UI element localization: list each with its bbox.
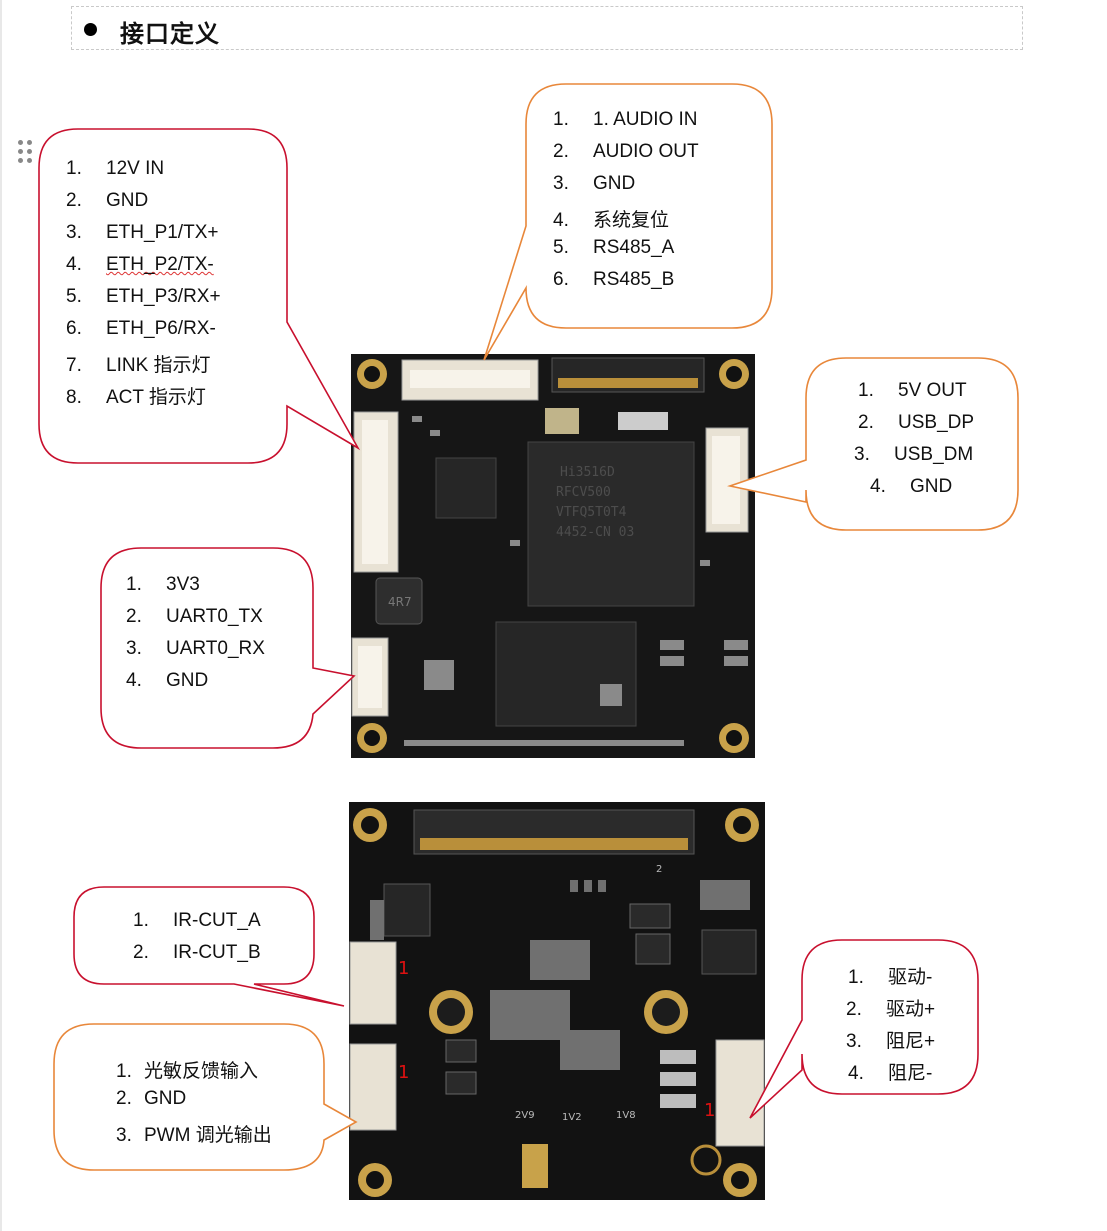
pin1-marker-drive: 1 [704,1100,715,1121]
callout-bubble-power-eth [38,128,361,464]
list-item: 2.AUDIO OUT [553,141,699,162]
bullet-icon [84,23,97,36]
list-item: 4.ETH_P2/TX- [66,254,214,275]
soc-label-4: 4452-CN 03 [556,525,634,540]
silk-1v8: 1V8 [616,1110,636,1121]
list-item: 1.12V IN [66,158,165,179]
page-left-rule [0,0,2,1231]
list-item: 4.GND [870,476,953,497]
list-item: 2.GND [116,1088,187,1109]
list-item: 3.阻尼+ [846,1031,936,1052]
pin1-marker-ircut: 1 [398,958,409,979]
list-item: 2.UART0_TX [126,606,263,627]
callout-bubble-drive [749,939,979,1119]
silk-1v2: 1V2 [562,1112,582,1123]
list-item: 2.USB_DP [858,412,975,433]
list-item: 1.IR-CUT_A [133,910,261,931]
pin1-marker-photo: 1 [398,1062,409,1083]
top-pcb-board: Hi3516D RFCV500 VTFQ5T0T4 4452-CN 03 4R7 [351,354,755,758]
list-item: 4.阻尼- [848,1063,933,1084]
list-item: 1.3V3 [126,574,200,595]
list-item: 7.LINK 指示灯 [66,355,211,376]
drag-handle-icon[interactable] [16,140,36,170]
list-item: 2.驱动+ [846,999,936,1020]
list-item: 3.PWM 调光输出 [116,1125,272,1146]
list-item: 6.RS485_B [553,269,675,290]
list-item: 4.GND [126,670,209,691]
section-title: 接口定义 [120,20,220,48]
list-item: 2.IR-CUT_B [133,942,261,963]
list-item: 1.光敏反馈输入 [116,1061,259,1082]
callout-bubble-audio [483,83,773,361]
list-item: 1.5V OUT [858,380,967,401]
list-item: 3.ETH_P1/TX+ [66,222,219,243]
soc-label-2: RFCV500 [556,485,611,500]
soc-label-1: Hi3516D [560,465,615,480]
list-item: 3.UART0_RX [126,638,265,659]
bottom-pcb-board: 1 1 1 2V9 1V2 1V8 2 [349,802,765,1200]
callout-bubble-ircut [73,886,345,1007]
silk-2: 2 [656,864,662,875]
list-item: 6.ETH_P6/RX- [66,318,216,339]
list-item: 3.GND [553,173,636,194]
list-item: 1.驱动- [848,967,933,988]
list-item: 5.ETH_P3/RX+ [66,286,221,307]
list-item: 5.RS485_A [553,237,675,258]
callout-bubble-photo [53,1023,358,1171]
callout-bubble-uart [100,547,356,749]
list-item: 2.GND [66,190,149,211]
soc-label-3: VTFQ5T0T4 [556,505,627,520]
list-item: 3.USB_DM [854,444,974,465]
silk-2v9: 2V9 [515,1110,535,1121]
list-item: 4.系统复位 [553,210,670,231]
list-item: 1.1. AUDIO IN [553,109,698,130]
list-item: 8.ACT 指示灯 [66,387,206,408]
inductor-label: 4R7 [388,595,412,609]
callout-bubble-usb [726,357,1019,531]
section-heading[interactable]: 接口定义 [71,6,1023,50]
